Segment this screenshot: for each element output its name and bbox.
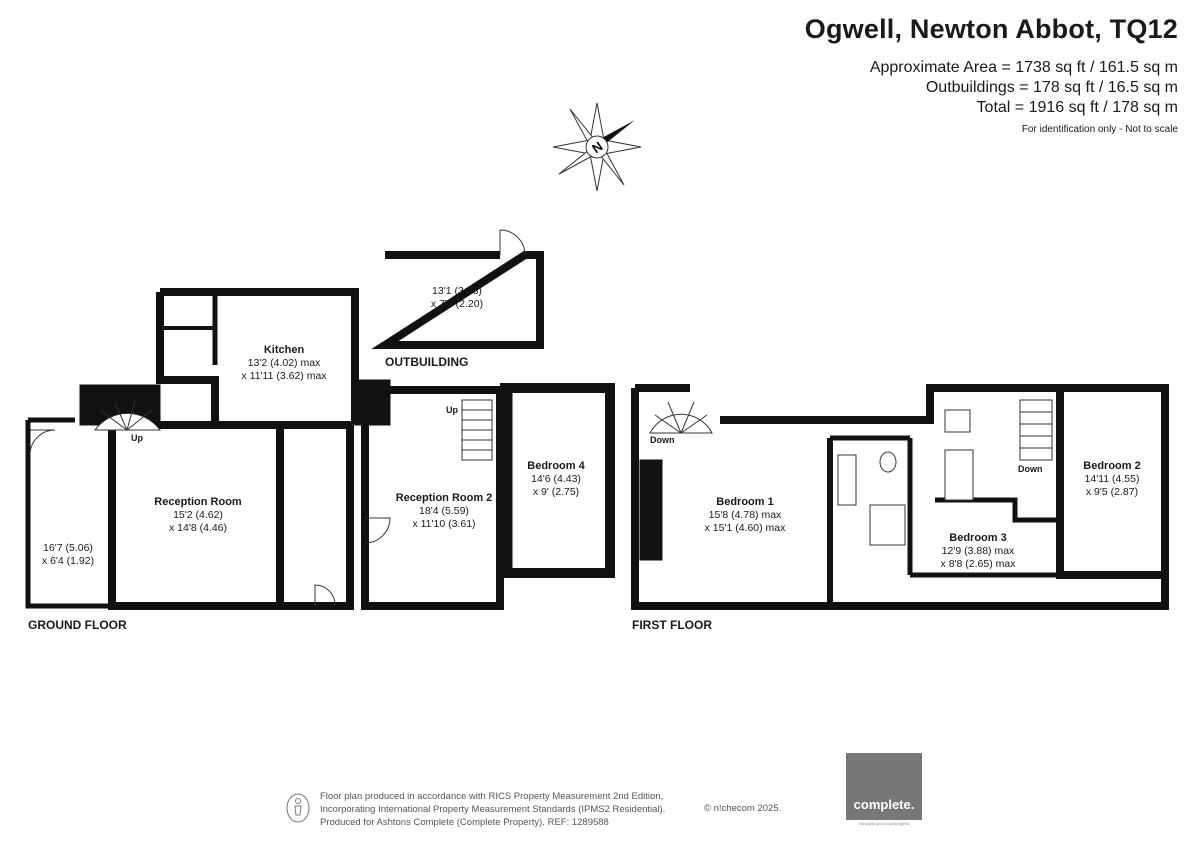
logo-tagline: thoroughly good property agents xyxy=(858,822,910,826)
room-dim: x 9'5 (2.87) xyxy=(1085,486,1139,498)
ground-door-icons xyxy=(29,429,391,607)
person-icon xyxy=(286,793,310,823)
room-bedroom-1: Bedroom 1 15'8 (4.78) max x 15'1 (4.60) … xyxy=(705,496,786,535)
footer-line: Incorporating International Property Mea… xyxy=(320,804,666,815)
room-conservatory: 16'7 (5.06) x 6'4 (1.92) xyxy=(42,542,94,568)
first-floor-label: FIRST FLOOR xyxy=(632,618,712,632)
room-dim: x 11'11 (3.62) max xyxy=(241,370,327,382)
room-name: Kitchen xyxy=(263,344,305,356)
ground-floor-label: GROUND FLOOR xyxy=(28,618,127,632)
room-dim: 13'2 (4.02) max xyxy=(247,357,321,369)
ground-stairs-icon xyxy=(94,399,493,461)
outbuilding-label: OUTBUILDING xyxy=(385,355,469,369)
copyright: © n!checom 2025. xyxy=(704,803,782,814)
stairs-up-label: Up xyxy=(131,433,143,443)
room-bedroom-3: Bedroom 3 12'9 (3.88) max x 8'8 (2.65) m… xyxy=(941,532,1016,571)
room-outbuilding: 13'1 (3.98) x 7'3 (2.20) xyxy=(431,285,483,311)
disclaimer: For identification only - Not to scale xyxy=(1021,124,1178,135)
room-bedroom-2: Bedroom 2 14'11 (4.55) x 9'5 (2.87) xyxy=(1083,460,1140,499)
outbuilding-walls xyxy=(371,251,544,349)
area-outbuildings: Outbuildings = 178 sq ft / 16.5 sq m xyxy=(925,79,1178,96)
stairs-down-label: Down xyxy=(650,435,675,445)
room-dim: x 11'10 (3.61) xyxy=(412,518,476,530)
room-kitchen: Kitchen 13'2 (4.02) max x 11'11 (3.62) m… xyxy=(241,344,326,383)
room-name: Bedroom 2 xyxy=(1083,460,1141,472)
first-floor-walls xyxy=(631,384,1169,610)
first-floor-bathroom-icons xyxy=(837,409,974,546)
room-dim: 15'8 (4.78) max xyxy=(708,509,782,521)
compass-rose-icon: N xyxy=(552,102,642,192)
room-dim: x 14'8 (4.46) xyxy=(168,522,228,534)
room-dim: 18'4 (5.59) xyxy=(419,505,469,517)
footer-notes: Floor plan produced in accordance with R… xyxy=(320,790,665,829)
stairs-down-label: Down xyxy=(1018,464,1043,474)
room-dim: 14'11 (4.55) xyxy=(1084,473,1140,485)
property-title: Ogwell, Newton Abbot, TQ12 xyxy=(804,14,1178,44)
room-name: Bedroom 4 xyxy=(527,460,585,472)
room-reception-2: Reception Room 2 18'4 (5.59) x 11'10 (3.… xyxy=(396,492,493,531)
room-dim: 16'7 (5.06) xyxy=(43,542,93,554)
area-total: Total = 1916 sq ft / 178 sq m xyxy=(976,99,1178,116)
room-name: Reception Room 2 xyxy=(395,492,493,504)
room-dim: 13'1 (3.98) xyxy=(432,285,482,297)
footer-line: Floor plan produced in accordance with R… xyxy=(320,791,664,802)
room-dim: x 6'4 (1.92) xyxy=(41,555,95,567)
footer-line: Produced for Ashtons Complete (Complete … xyxy=(320,817,609,828)
logo-text: complete. xyxy=(853,797,915,812)
room-dim: x 8'8 (2.65) max xyxy=(940,558,1016,570)
room-dim: x 15'1 (4.60) max xyxy=(704,522,786,534)
ground-floor-walls xyxy=(25,288,615,610)
room-dim: 12'9 (3.88) max xyxy=(941,545,1015,557)
room-dim: x 7'3 (2.20) xyxy=(430,298,484,310)
room-dim: 15'2 (4.62) xyxy=(173,509,223,521)
area-main: Approximate Area = 1738 sq ft / 161.5 sq… xyxy=(869,59,1178,76)
agent-logo: complete. xyxy=(846,753,922,820)
room-bedroom-4: Bedroom 4 14'6 (4.43) x 9' (2.75) xyxy=(527,460,584,499)
room-dim: 14'6 (4.43) xyxy=(531,473,581,485)
room-dim: x 9' (2.75) xyxy=(532,486,580,498)
room-name: Reception Room xyxy=(154,496,242,508)
stairs-up-label: Up xyxy=(446,405,458,415)
first-floor-stairs-icon xyxy=(649,399,1053,461)
room-reception: Reception Room 15'2 (4.62) x 14'8 (4.46) xyxy=(154,496,241,535)
room-name: Bedroom 1 xyxy=(716,496,774,508)
room-name: Bedroom 3 xyxy=(949,532,1007,544)
outbuilding-door-icon xyxy=(499,229,526,256)
